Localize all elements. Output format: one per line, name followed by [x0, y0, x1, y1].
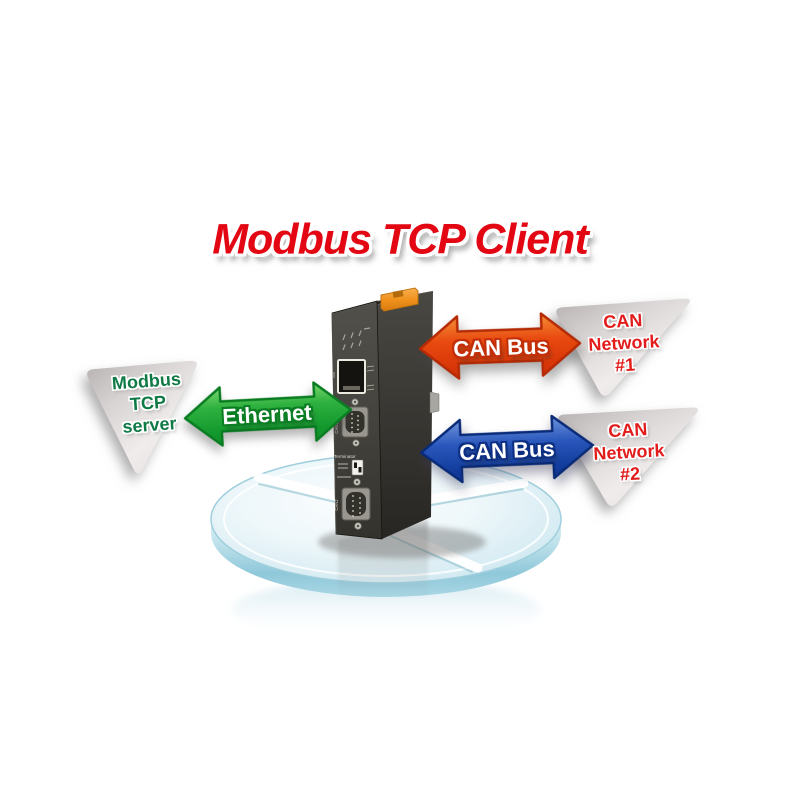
page-title: Modbus TCP Client [212, 215, 589, 264]
db9-connector-can1: CAN1 [334, 398, 369, 447]
arrow-can-bus-1 [418, 312, 582, 380]
device-reflection [338, 520, 428, 600]
can1-pins [351, 413, 359, 433]
platform-under-reflection [231, 580, 541, 640]
triangle-can-network-1 [556, 298, 691, 396]
can-bus-1-label: CAN Bus [452, 333, 550, 362]
terminator-label: Terminator [334, 454, 356, 459]
din-rail-tab [429, 391, 440, 414]
triangle-can-network-2 [558, 407, 699, 506]
arrow-ethernet [183, 381, 353, 447]
led-indicators [342, 327, 371, 351]
device-side-face [377, 291, 433, 539]
can-network-1-label: CAN Network #1 [587, 310, 660, 376]
can1-port-label: CAN1 [334, 422, 339, 434]
power-connector [380, 287, 419, 312]
platform-side [211, 519, 561, 597]
can2-port-label: CAN2 [334, 499, 339, 511]
modbus-server-label: Modbus TCP server [111, 368, 182, 437]
can-bus-2-label: CAN Bus [458, 435, 556, 466]
gateway-device: CAN1 Terminator [331, 287, 440, 540]
terminator-switch: Terminator [334, 454, 364, 478]
can2-pins [352, 495, 361, 517]
ethernet-port [333, 359, 375, 394]
db9-connector-can2: CAN2 [334, 478, 371, 530]
triangle-modbus-server [87, 360, 197, 474]
arrow-can-bus-2 [419, 414, 595, 484]
ethernet-label: Ethernet [221, 399, 313, 430]
can-network-2-label: CAN Network #2 [592, 419, 665, 485]
